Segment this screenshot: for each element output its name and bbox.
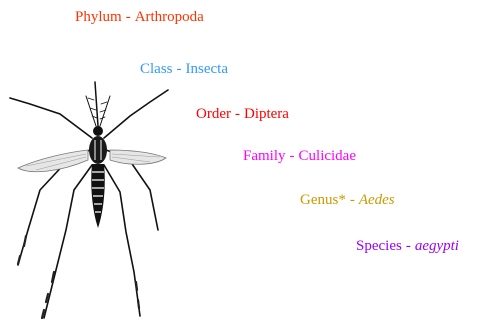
rank-label: Order [196, 106, 231, 122]
rank-value: aegypti [415, 238, 459, 254]
rank-separator: - [350, 192, 355, 208]
taxonomy-phylum: Phylum-Arthropoda [75, 10, 204, 25]
rank-value: Insecta [186, 61, 228, 77]
rank-separator: - [235, 106, 240, 122]
rank-label: Family [243, 148, 286, 164]
rank-value: Diptera [244, 106, 289, 122]
taxonomy-order: Order-Diptera [196, 107, 289, 122]
rank-label: Phylum [75, 9, 122, 25]
rank-value: Arthropoda [135, 9, 204, 25]
rank-separator: - [126, 9, 131, 25]
rank-label: Genus* [300, 192, 346, 208]
rank-value: Culicidae [299, 148, 356, 164]
rank-separator: - [290, 148, 295, 164]
taxonomy-class: Class-Insecta [140, 62, 228, 77]
mosquito-icon [0, 0, 180, 325]
rank-separator: - [406, 238, 411, 254]
rank-label: Class [140, 61, 173, 77]
taxonomy-genus: Genus*-Aedes [300, 193, 395, 208]
rank-separator: - [177, 61, 182, 77]
rank-value: Aedes [359, 192, 395, 208]
taxonomy-family: Family-Culicidae [243, 149, 356, 164]
taxonomy-species: Species-aegypti [356, 239, 459, 254]
rank-label: Species [356, 238, 402, 254]
